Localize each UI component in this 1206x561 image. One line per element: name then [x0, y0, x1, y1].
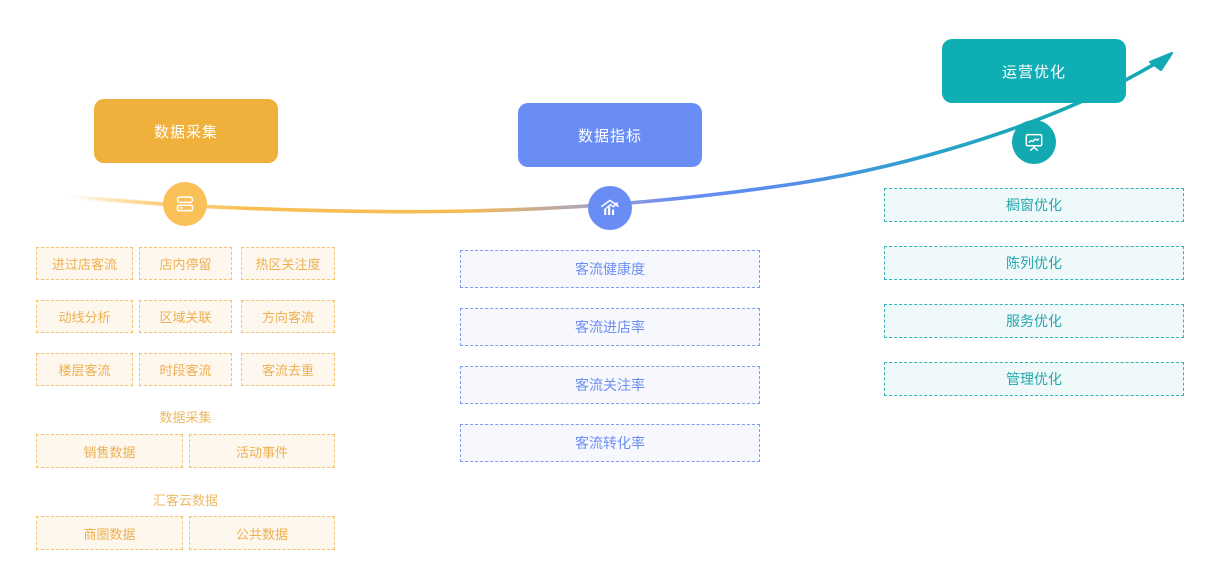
tag-collect-sales-1[interactable]: 活动事件	[189, 434, 335, 468]
tag-label: 客流关注率	[575, 377, 645, 393]
tag-label: 管理优化	[1006, 371, 1062, 387]
tag-metrics-1[interactable]: 客流进店率	[460, 308, 760, 346]
stage-header-ops-label: 运营优化	[1001, 63, 1066, 81]
tag-collect-7[interactable]: 时段客流	[139, 353, 232, 386]
tag-ops-0[interactable]: 橱窗优化	[884, 188, 1184, 222]
tag-label: 进过店客流	[51, 257, 117, 272]
tag-label: 销售数据	[83, 444, 136, 460]
tag-label: 陈列优化	[1006, 255, 1062, 271]
stage-header-metrics-label: 数据指标	[577, 127, 642, 145]
group-caption-sales: 数据采集	[159, 410, 212, 425]
bar-chart-trend-icon	[588, 186, 632, 230]
stage-header-collect-label: 数据采集	[153, 123, 218, 141]
tag-collect-3[interactable]: 动线分析	[36, 300, 133, 333]
tag-metrics-2[interactable]: 客流关注率	[460, 366, 760, 404]
tag-ops-1[interactable]: 陈列优化	[884, 246, 1184, 280]
tag-label: 客流进店率	[575, 319, 645, 335]
tag-collect-1[interactable]: 店内停留	[139, 247, 232, 280]
tag-label: 服务优化	[1006, 313, 1062, 329]
tag-label: 热区关注度	[255, 257, 321, 272]
tag-metrics-3[interactable]: 客流转化率	[460, 424, 760, 462]
tag-collect-cloud-0[interactable]: 商圈数据	[36, 516, 183, 550]
tag-label: 楼层客流	[58, 363, 111, 378]
tag-collect-5[interactable]: 方向客流	[241, 300, 335, 333]
tag-label: 橱窗优化	[1006, 197, 1062, 213]
tag-label: 方向客流	[261, 310, 314, 325]
group-caption-cloud: 汇客云数据	[152, 493, 218, 508]
tag-ops-2[interactable]: 服务优化	[884, 304, 1184, 338]
tag-collect-cloud-1[interactable]: 公共数据	[189, 516, 335, 550]
tag-collect-2[interactable]: 热区关注度	[241, 247, 335, 280]
tag-label: 商圈数据	[83, 526, 136, 542]
tag-ops-3[interactable]: 管理优化	[884, 362, 1184, 396]
tag-label: 客流健康度	[575, 261, 645, 277]
tag-collect-4[interactable]: 区域关联	[139, 300, 232, 333]
presentation-chart-icon	[1012, 120, 1056, 164]
tag-label: 时段客流	[159, 363, 212, 378]
tag-metrics-0[interactable]: 客流健康度	[460, 250, 760, 288]
tag-label: 公共数据	[235, 526, 288, 542]
tag-label: 客流转化率	[575, 435, 645, 451]
tag-label: 店内停留	[159, 257, 212, 272]
database-stack-icon	[163, 182, 207, 226]
tag-collect-0[interactable]: 进过店客流	[36, 247, 133, 280]
tag-collect-sales-0[interactable]: 销售数据	[36, 434, 183, 468]
tag-label: 动线分析	[58, 310, 111, 325]
stage-header-ops[interactable]: 运营优化	[942, 39, 1126, 103]
tag-label: 区域关联	[159, 310, 212, 325]
tag-label: 活动事件	[235, 444, 288, 460]
stage-header-metrics[interactable]: 数据指标	[518, 103, 702, 167]
tag-label: 客流去重	[261, 363, 314, 378]
stage-header-collect[interactable]: 数据采集	[94, 99, 278, 163]
tag-collect-8[interactable]: 客流去重	[241, 353, 335, 386]
tag-collect-6[interactable]: 楼层客流	[36, 353, 133, 386]
